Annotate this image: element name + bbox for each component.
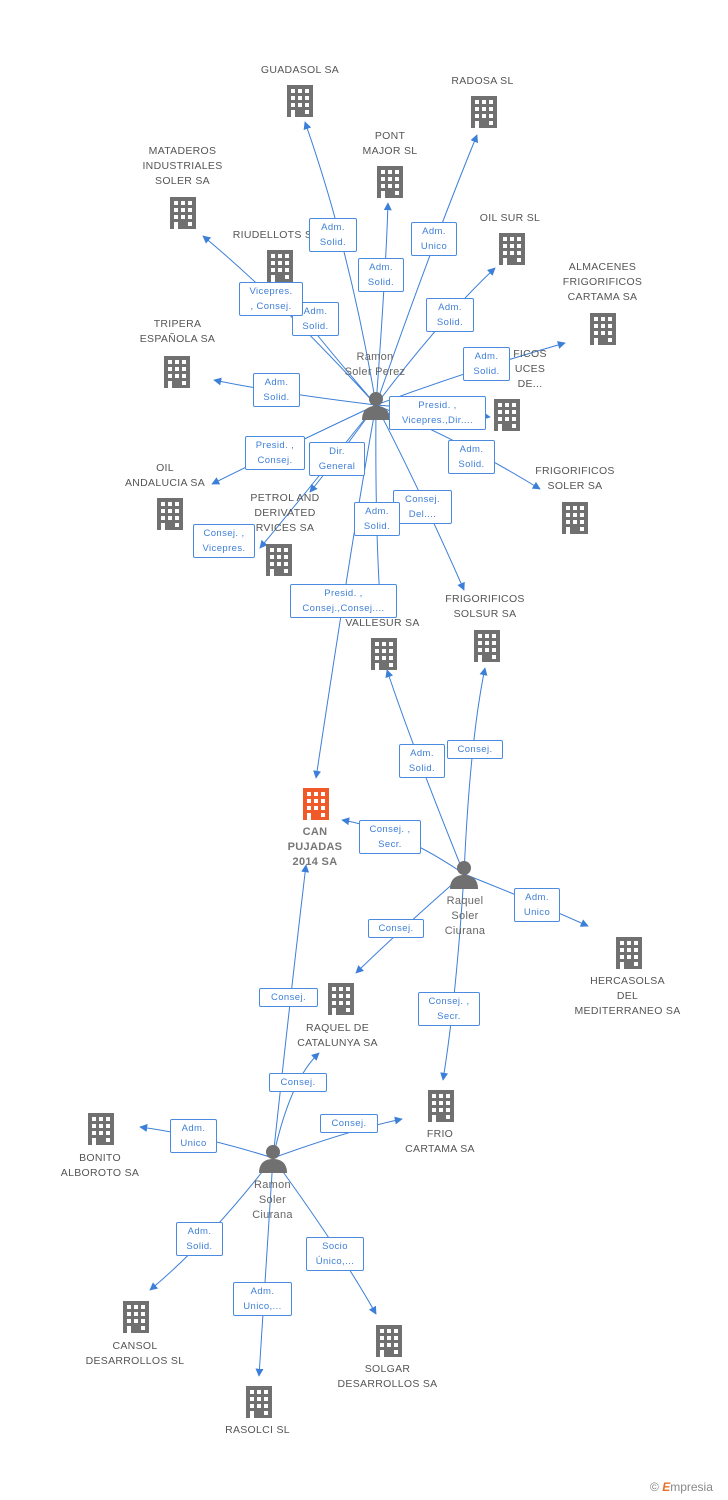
company-building-icon[interactable] — [122, 1300, 150, 1334]
relation-label: Adm. Unico,... — [233, 1282, 292, 1316]
edge-line — [463, 667, 488, 875]
edge-line — [303, 121, 377, 406]
relation-label: Consej. — [368, 919, 424, 938]
relation-label: Socio Único,... — [306, 1237, 364, 1271]
relation-label: Adm. Solid. — [399, 744, 445, 778]
company-building-icon[interactable] — [327, 982, 355, 1016]
relation-label: Adm. Unico — [514, 888, 560, 922]
company-label[interactable]: FICOS UCES DE... — [513, 348, 547, 390]
person-icon[interactable] — [361, 390, 391, 420]
edge-line — [272, 1116, 403, 1159]
relation-label: Consej. — [259, 988, 318, 1007]
empresia-brand[interactable]: © Empresia — [650, 1480, 713, 1494]
relation-label: Adm. Solid. — [354, 502, 400, 536]
relation-label: Consej. — [447, 740, 503, 759]
relation-label: Adm. Solid. — [358, 258, 404, 292]
company-building-icon[interactable] — [473, 629, 501, 663]
edge-line — [272, 1052, 320, 1159]
relation-label: Adm. Solid. — [309, 218, 357, 252]
company-building-icon[interactable] — [427, 1089, 455, 1123]
relation-label: Presid. , Consej.,Consej.... — [290, 584, 397, 618]
relation-label: Adm. Solid. — [426, 298, 474, 332]
relation-label: Adm. Solid. — [463, 347, 510, 381]
person-label[interactable]: Ramon Soler Perez — [344, 351, 406, 378]
company-label[interactable]: TRIPERA ESPAÑOLA SA — [139, 318, 216, 345]
company-building-icon[interactable] — [589, 312, 617, 346]
edge-line — [259, 404, 377, 549]
focus-company-building-icon[interactable] — [302, 787, 330, 821]
company-label[interactable]: OIL SUR SL — [479, 212, 541, 224]
company-label[interactable]: RAQUEL DE CATALUNYA SA — [297, 1022, 378, 1049]
company-label[interactable]: BONITO ALBOROTO SA — [60, 1152, 140, 1179]
company-building-icon[interactable] — [470, 95, 498, 129]
company-label[interactable]: MATADEROS INDUSTRIALES SOLER SA — [142, 145, 223, 187]
company-building-icon[interactable] — [245, 1385, 273, 1419]
relation-label: Consej. , Secr. — [418, 992, 480, 1026]
focus-company-label[interactable]: CAN PUJADAS 2014 SA — [287, 826, 343, 868]
company-building-icon[interactable] — [286, 84, 314, 118]
person-label[interactable]: Raquel Soler Ciurana — [444, 895, 486, 937]
brand-name: mpresia — [670, 1480, 713, 1494]
relation-label: Adm. Unico — [411, 222, 457, 256]
company-building-icon[interactable] — [163, 355, 191, 389]
company-building-icon[interactable] — [615, 936, 643, 970]
company-label[interactable]: SOLGAR DESARROLLOS SA — [337, 1363, 438, 1390]
relation-label: Consej. Del.... — [393, 490, 452, 524]
company-building-icon[interactable] — [561, 501, 589, 535]
company-label[interactable]: ALMACENES FRIGORIFICOS CARTAMA SA — [562, 261, 643, 303]
company-label[interactable]: RASOLCI SL — [225, 1424, 290, 1436]
edge-line — [375, 134, 478, 406]
company-label[interactable]: PONT MAJOR SL — [362, 130, 418, 157]
company-label[interactable]: VALLESUR SA — [345, 617, 420, 629]
company-building-icon[interactable] — [156, 497, 184, 531]
company-label[interactable]: FRIGORIFICOS SOLER SA — [535, 465, 615, 492]
edges — [139, 121, 589, 1377]
company-building-icon[interactable] — [370, 637, 398, 671]
company-label[interactable]: RADOSA SL — [451, 75, 514, 87]
edge-line — [272, 864, 310, 1159]
company-building-icon[interactable] — [169, 196, 197, 230]
relation-label: Adm. Solid. — [448, 440, 495, 474]
person-icon[interactable] — [449, 859, 479, 889]
relation-label: Adm. Solid. — [253, 373, 300, 407]
company-building-icon[interactable] — [87, 1112, 115, 1146]
person-icon[interactable] — [258, 1143, 288, 1173]
company-label[interactable]: CANSOL DESARROLLOS SL — [85, 1340, 185, 1367]
company-label[interactable]: HERCASOLSA DEL MEDITERRANEO SA — [574, 975, 681, 1017]
relation-label: Presid. , Vicepres.,Dir.... — [389, 396, 486, 430]
company-building-icon[interactable] — [493, 398, 521, 432]
company-label[interactable]: PETROL AND DERIVATED RVICES SA — [250, 492, 320, 534]
company-building-icon[interactable] — [375, 1324, 403, 1358]
company-label[interactable]: OIL ANDALUCIA SA — [124, 462, 206, 489]
relation-label: Adm. Unico — [170, 1119, 217, 1153]
edge-line — [313, 404, 377, 779]
relation-label: Dir. General — [309, 442, 365, 476]
relation-label: Consej. , Secr. — [359, 820, 421, 854]
relation-label: Adm. Solid. — [176, 1222, 223, 1256]
company-building-icon[interactable] — [376, 165, 404, 199]
person-label[interactable]: Ramon Soler Ciurana — [252, 1179, 293, 1221]
company-label[interactable]: GUADASOL SA — [260, 64, 340, 76]
company-building-icon[interactable] — [266, 249, 294, 283]
company-building-icon[interactable] — [265, 543, 293, 577]
relation-label: Consej. , Vicepres. — [193, 524, 255, 558]
company-building-icon[interactable] — [498, 232, 526, 266]
company-label[interactable]: FRIGORIFICOS SOLSUR SA — [445, 593, 525, 620]
copyright-symbol: © — [650, 1480, 659, 1494]
relation-label: Consej. — [269, 1073, 327, 1092]
company-label[interactable]: RIUDELLOTS S — [232, 229, 313, 241]
relation-label: Vicepres. , Consej. — [239, 282, 303, 316]
relation-label: Consej. — [320, 1114, 378, 1133]
relation-label: Presid. , Consej. — [245, 436, 305, 470]
edge-line — [440, 873, 465, 1081]
brand-initial: E — [662, 1480, 671, 1494]
company-label[interactable]: FRIO CARTAMA SA — [405, 1128, 475, 1155]
